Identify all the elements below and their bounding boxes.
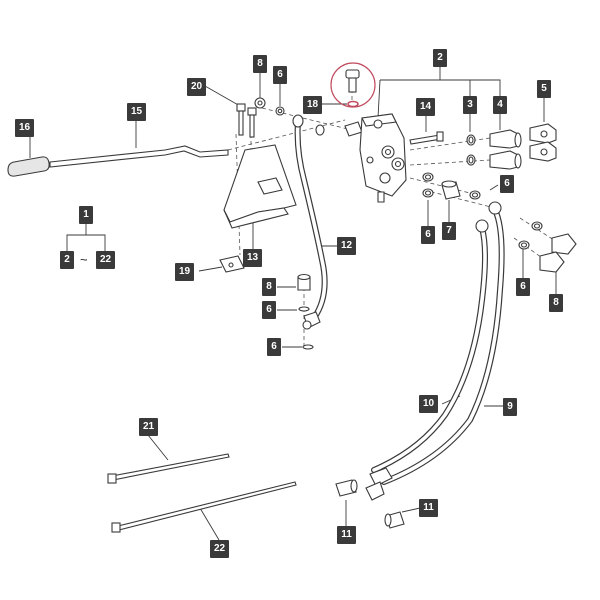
- bolts-washers-far-right: [518, 221, 577, 273]
- callout-21: 21: [139, 418, 158, 436]
- control-valve-part: [315, 113, 407, 203]
- callout-6-mid: 6: [262, 301, 276, 319]
- bolts-part: [236, 103, 257, 138]
- callout-8-far-right: 8: [549, 294, 563, 312]
- callout-8-mid: 8: [262, 278, 276, 296]
- callout-12: 12: [337, 237, 356, 255]
- callout-1: 1: [79, 206, 93, 224]
- hoses-part: [365, 201, 505, 501]
- callout-11-right: 11: [419, 499, 438, 517]
- fittings-part: [335, 479, 405, 529]
- leader-lines: [29, 65, 557, 541]
- long-bolt-part: [409, 131, 444, 145]
- adaptor-washers-right: [422, 172, 481, 200]
- coupler-part: [489, 129, 522, 170]
- lever-rod-part: [49, 145, 229, 168]
- callout-2-range-start: 2: [60, 251, 74, 269]
- o-ring-part: [466, 134, 476, 166]
- callout-4: 4: [493, 96, 507, 114]
- nut-washer-top: [254, 97, 285, 116]
- callout-6-far-right: 6: [516, 278, 530, 296]
- plate-part: [219, 255, 245, 273]
- cable-ties-part: [107, 453, 297, 533]
- range-separator: ~: [80, 252, 88, 267]
- callout-5: 5: [537, 80, 551, 98]
- callout-6-valve: 6: [421, 226, 435, 244]
- callout-7: 7: [442, 222, 456, 240]
- dust-cap-part: [529, 123, 557, 162]
- callout-18: 18: [303, 96, 322, 114]
- callout-15: 15: [127, 103, 146, 121]
- callout-10: 10: [419, 395, 438, 413]
- assembly-dashed-lines: [227, 82, 561, 350]
- callout-16: 16: [15, 119, 34, 137]
- callout-11-left: 11: [337, 526, 356, 544]
- callout-22: 22: [210, 540, 229, 558]
- callout-19: 19: [175, 263, 194, 281]
- callout-6-top: 6: [273, 66, 287, 84]
- callout-13: 13: [243, 249, 262, 267]
- bracket-part: [223, 144, 297, 229]
- callout-14: 14: [416, 98, 435, 116]
- pipe-part: [292, 114, 328, 330]
- callout-8-top: 8: [253, 55, 267, 73]
- callout-9: 9: [503, 398, 517, 416]
- banjo-bolt-washers: [297, 273, 314, 350]
- callout-2: 2: [433, 49, 447, 67]
- highlight-callout: [330, 62, 376, 108]
- callout-6-right: 6: [500, 175, 514, 193]
- callout-20: 20: [187, 78, 206, 96]
- callout-3: 3: [463, 96, 477, 114]
- callout-6-low: 6: [267, 338, 281, 356]
- lever-knob-part: [7, 156, 50, 177]
- callout-22-range-end: 22: [96, 251, 115, 269]
